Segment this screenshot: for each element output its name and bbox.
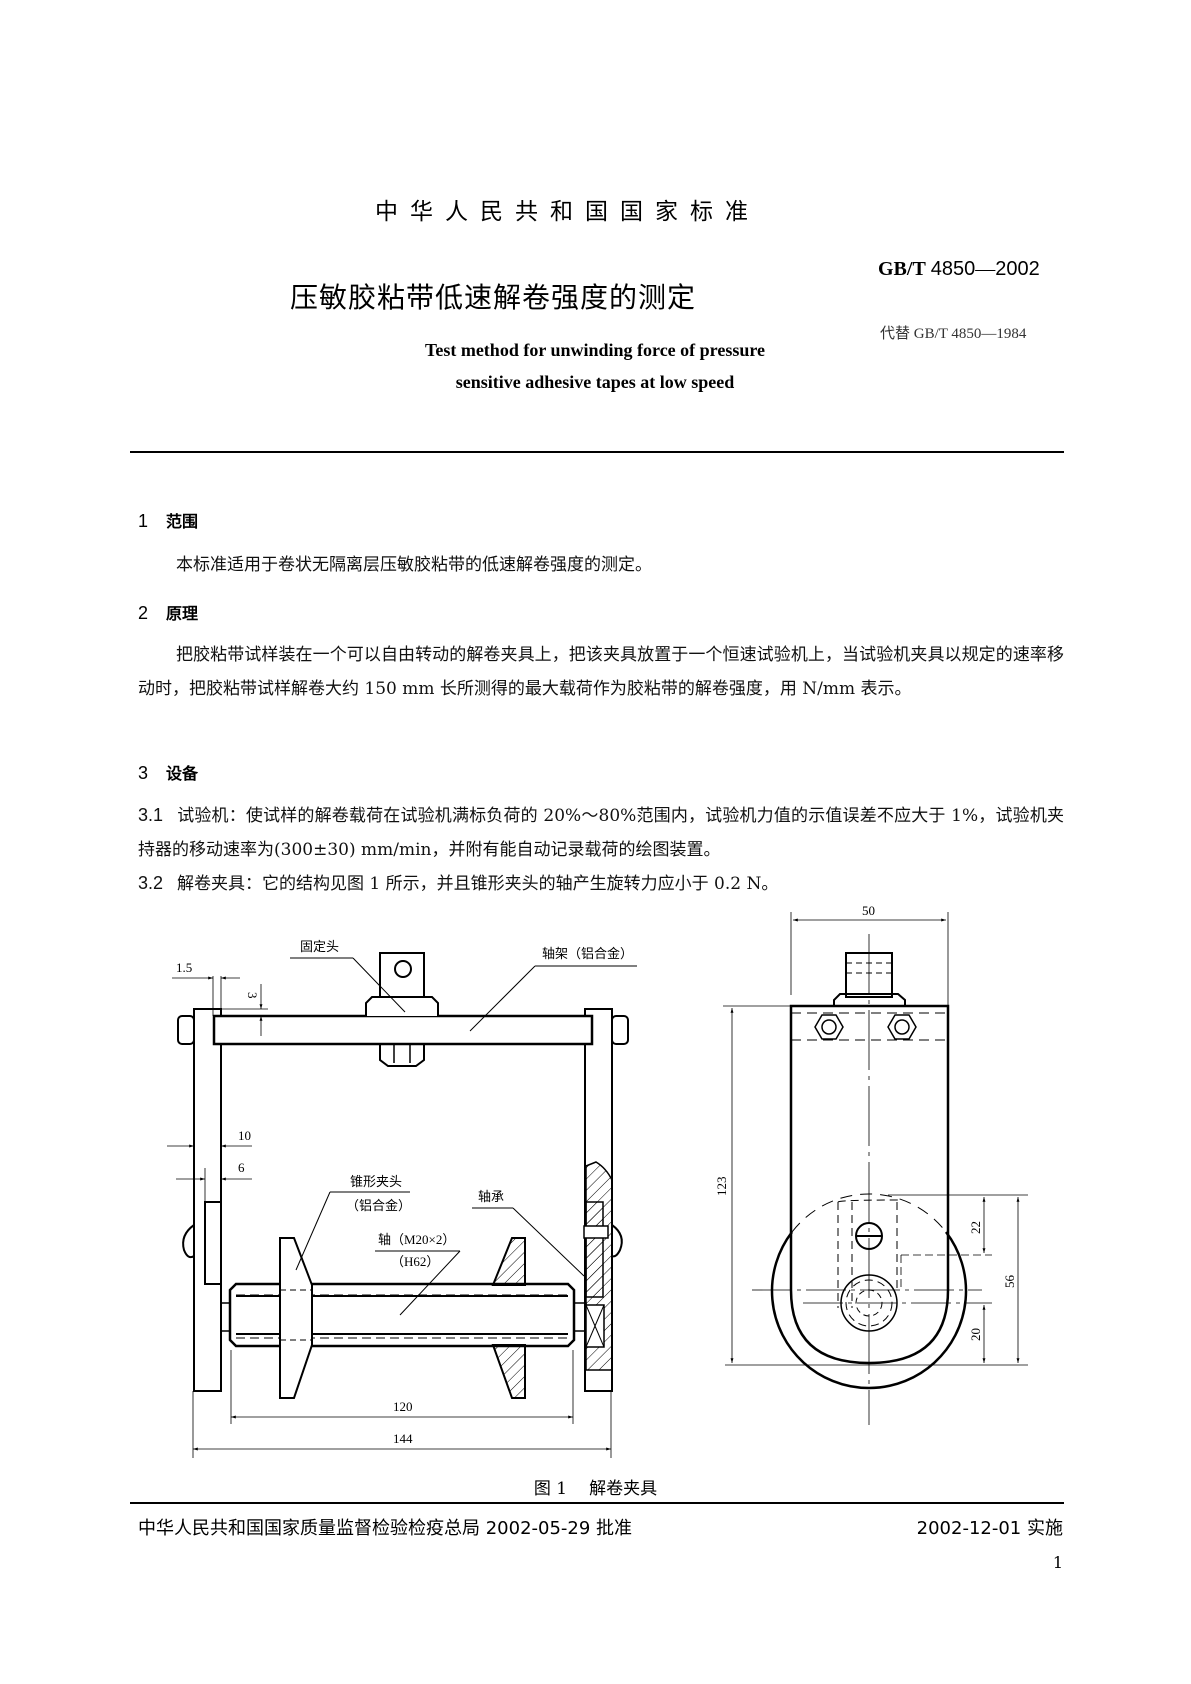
- front-view-drawing: [167, 952, 637, 1458]
- approval-statement: 中华人民共和国国家质量监督检验检疫总局 2002-05-29 批准: [138, 1518, 633, 1539]
- footer-divider: [130, 1502, 1064, 1504]
- label-bearing: 轴承: [478, 1189, 504, 1204]
- dim-56: 56: [1002, 1275, 1017, 1289]
- standard-code: GB/T 4850—2002: [878, 258, 1040, 280]
- front-view-labels: 固定头 轴架（铝合金） 1.5 3 10 6 锥形夹头 （铝合金） 轴承 轴（M…: [176, 939, 633, 1446]
- label-fixed-head: 固定头: [300, 939, 339, 954]
- side-view-labels: 50 123 22 56 20: [714, 903, 1017, 1341]
- dim-20: 20: [968, 1328, 983, 1341]
- label-cone-chuck: 锥形夹头: [350, 1174, 402, 1189]
- side-view-drawing: [723, 912, 1028, 1425]
- section-scope-text: 本标准适用于卷状无隔离层压敏胶粘带的低速解卷强度的测定。: [176, 555, 652, 575]
- label-shaft: 轴（M20×2）: [378, 1232, 455, 1247]
- label-shaft-material: （H62）: [391, 1254, 439, 1269]
- dim-144: 144: [393, 1431, 413, 1446]
- dim-10: 10: [238, 1128, 251, 1143]
- dim-6: 6: [238, 1160, 245, 1175]
- dim-123: 123: [714, 1177, 729, 1197]
- title-english-line2: sensitive adhesive tapes at low speed: [455, 372, 735, 392]
- label-axle-frame: 轴架（铝合金）: [542, 946, 633, 961]
- dim-120: 120: [393, 1399, 413, 1414]
- dim-3: 3: [245, 992, 260, 999]
- replaces-standard: 代替 GB/T 4850—1984: [880, 326, 1027, 342]
- dim-22: 22: [968, 1221, 983, 1234]
- header-divider: [130, 451, 1064, 453]
- label-cone-chuck-material: （铝合金）: [346, 1198, 411, 1213]
- title-chinese: 压敏胶粘带低速解卷强度的测定: [290, 281, 697, 314]
- page-number: 1: [1052, 1553, 1063, 1572]
- title-english-line1: Test method for unwinding force of press…: [424, 340, 766, 360]
- section-principle-text: 把胶粘带试样装在一个可以自由转动的解卷夹具上，把该夹具放置于一个恒速试验机上，当…: [138, 645, 1064, 699]
- issuing-organization: 中华人民共和国国家标准: [375, 199, 760, 225]
- dim-50: 50: [862, 903, 875, 918]
- dim-1-5: 1.5: [176, 960, 192, 975]
- implementation-date: 2002-12-01 实施: [916, 1518, 1063, 1539]
